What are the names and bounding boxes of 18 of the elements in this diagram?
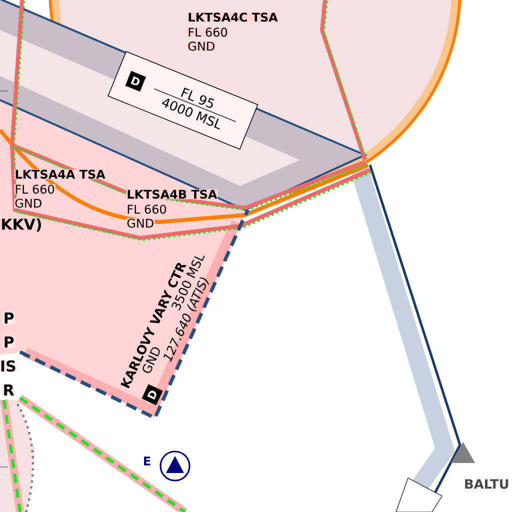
airspace-label: LKTSA4A TSA [14,169,106,180]
class-badge: D [142,384,163,406]
class-badge: D [125,70,146,92]
altitude-label: GND [187,41,216,52]
altitude-label: FL 660 [14,184,56,194]
altitude-label: FL 660 [126,204,168,214]
airspace-label: IS [0,360,17,372]
airspace-label: P [2,312,15,324]
altitude-label: GND [126,218,155,228]
airspace-class-label: E [144,456,150,466]
altitude-label: FL 660 [187,27,228,38]
airspace-label: P [2,336,15,348]
airspace-label: LKTSA4B TSA [126,189,218,200]
airspace-label: LKTSA4C TSA [187,12,278,22]
altitude-label: GND [14,198,43,208]
waypoint-label: BALTU [465,479,508,489]
airspace-label: R [2,384,15,396]
airspace-label: KKV) [2,218,41,232]
